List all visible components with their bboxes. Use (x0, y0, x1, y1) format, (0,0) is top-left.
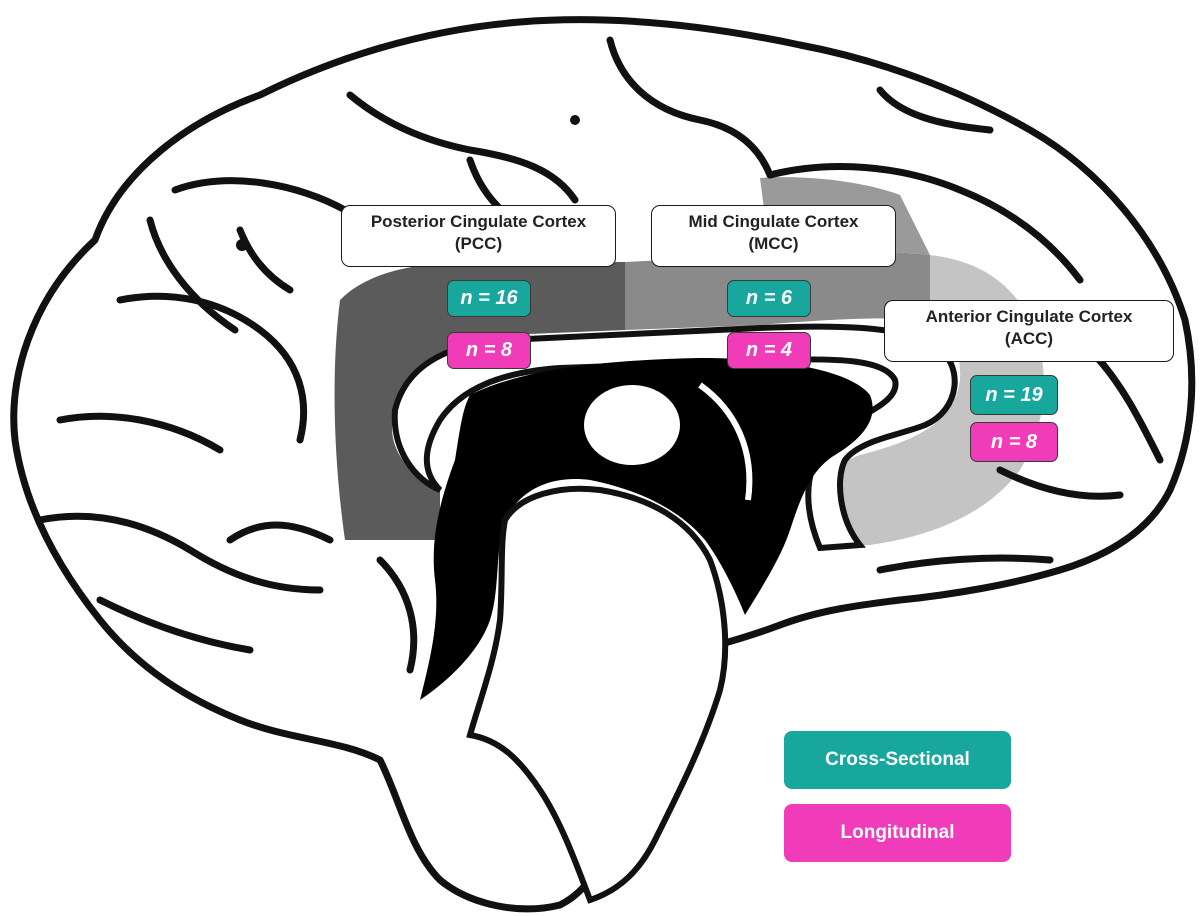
legend-longitudinal: Longitudinal (784, 804, 1011, 862)
corpus-callosum (391, 323, 958, 552)
pcc-region (334, 262, 625, 540)
mcc-cross-sectional-count: n = 6 (727, 280, 811, 317)
brainstem (466, 485, 729, 904)
pcc-label: Posterior Cingulate Cortex (PCC) (341, 205, 616, 267)
mcc-abbr: (MCC) (748, 234, 799, 253)
fornix-curve (698, 382, 753, 501)
cortical-folds (36, 36, 1164, 674)
acc-abbr: (ACC) (1004, 329, 1054, 348)
acc-name: Anterior Cingulate Cortex (925, 307, 1133, 326)
acc-longitudinal-count: n = 8 (970, 422, 1058, 462)
mcc-label: Mid Cingulate Cortex (MCC) (651, 205, 896, 267)
pcc-abbr: (PCC) (454, 234, 503, 253)
pcc-longitudinal-count: n = 8 (447, 332, 531, 369)
acc-label: Anterior Cingulate Cortex (ACC) (884, 300, 1174, 362)
pcc-name: Posterior Cingulate Cortex (370, 212, 587, 231)
acc-cross-sectional-count: n = 19 (970, 375, 1058, 415)
legend-cross-sectional: Cross-Sectional (784, 731, 1011, 789)
mcc-name: Mid Cingulate Cortex (688, 212, 859, 231)
massa-intermedia (584, 385, 680, 465)
mcc-longitudinal-count: n = 4 (727, 332, 811, 369)
thalamus-region (420, 358, 873, 700)
pcc-cross-sectional-count: n = 16 (447, 280, 531, 317)
fold-details (236, 115, 580, 251)
